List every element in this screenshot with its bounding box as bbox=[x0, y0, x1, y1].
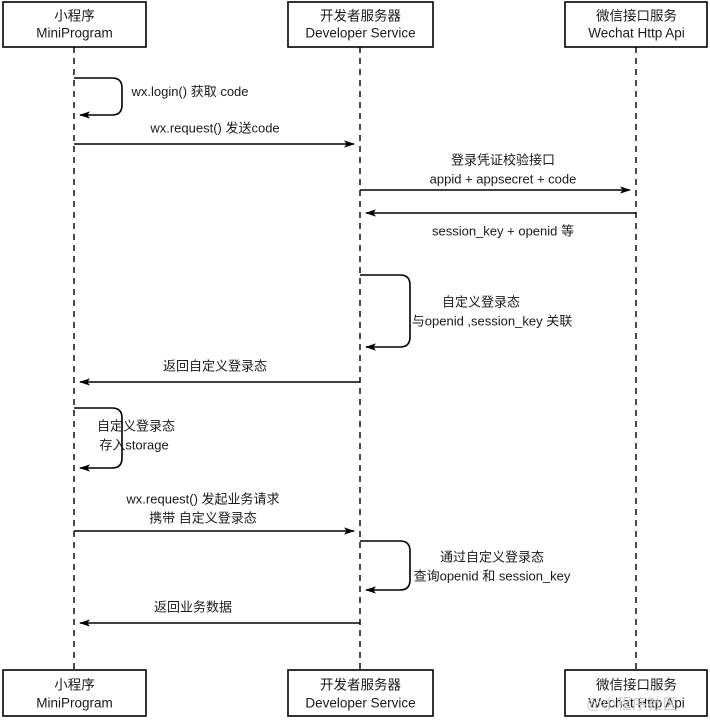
message-m1-self-login[interactable]: wx.login() 获取 code bbox=[74, 77, 249, 119]
message-m7-self-storage[interactable]: 自定义登录态 存入storage bbox=[74, 407, 175, 472]
participant-box-wechat-bottom[interactable]: 微信接口服务 Wechat Http Api bbox=[564, 669, 708, 717]
participant-developer-cn-top: 开发者服务器 bbox=[320, 9, 401, 24]
message-m10-label-line1: 返回业务数据 bbox=[154, 599, 232, 614]
participant-developer-cn-bottom: 开发者服务器 bbox=[320, 678, 401, 693]
message-m9-label-line1: 通过自定义登录态 bbox=[440, 549, 544, 564]
participant-developer-en-top: Developer Service bbox=[305, 26, 415, 41]
message-m3-verify-credential[interactable]: 登录凭证校验接口 appid + appsecret + code bbox=[360, 152, 631, 194]
message-m8-label-line2: 携带 自定义登录态 bbox=[149, 510, 257, 525]
message-m5-self-associate[interactable]: 自定义登录态 与openid ,session_key 关联 bbox=[360, 274, 572, 351]
participant-wechat-cn-top: 微信接口服务 bbox=[596, 8, 677, 24]
participant-box-developer-top[interactable]: 开发者服务器 Developer Service bbox=[287, 1, 434, 48]
participant-box-wechat-top[interactable]: 微信接口服务 Wechat Http Api bbox=[564, 1, 708, 48]
message-m5-label-line2: 与openid ,session_key 关联 bbox=[412, 313, 572, 328]
message-m7-label-line2: 存入storage bbox=[99, 437, 168, 452]
message-m4-label-line1: session_key + openid 等 bbox=[432, 223, 574, 238]
participant-boxes-top: 小程序 MiniProgram 开发者服务器 Developer Service… bbox=[2, 1, 708, 48]
participant-miniprogram-en-top: MiniProgram bbox=[36, 26, 113, 41]
lifelines-group bbox=[73, 47, 637, 670]
participant-developer-en-bottom: Developer Service bbox=[305, 696, 415, 711]
participant-boxes-bottom: 小程序 MiniProgram 开发者服务器 Developer Service… bbox=[2, 669, 708, 717]
message-m3-label-line2: appid + appsecret + code bbox=[430, 171, 577, 186]
message-m3-label-line1: 登录凭证校验接口 bbox=[451, 152, 555, 167]
message-m6-label-line1: 返回自定义登录态 bbox=[163, 358, 267, 373]
message-m6-return-login-state[interactable]: 返回自定义登录态 bbox=[79, 358, 360, 386]
message-m2-request-code[interactable]: wx.request() 发送code bbox=[74, 120, 355, 148]
participant-wechat-cn-bottom: 微信接口服务 bbox=[596, 677, 677, 693]
participant-box-miniprogram-bottom[interactable]: 小程序 MiniProgram bbox=[2, 669, 147, 717]
participant-wechat-en-bottom: Wechat Http Api bbox=[588, 696, 685, 711]
message-m8-label-line1: wx.request() 发起业务请求 bbox=[125, 491, 279, 506]
message-m7-label-line1: 自定义登录态 bbox=[97, 418, 175, 433]
message-m10-return-business-data[interactable]: 返回业务数据 bbox=[79, 599, 360, 627]
participant-miniprogram-cn-bottom: 小程序 bbox=[54, 678, 95, 693]
participant-wechat-en-top: Wechat Http Api bbox=[588, 26, 685, 41]
participant-box-miniprogram-top[interactable]: 小程序 MiniProgram bbox=[2, 1, 147, 48]
watermark-text: @小程序社区 bbox=[586, 696, 678, 713]
message-m1-label-line1: wx.login() 获取 code bbox=[130, 84, 248, 99]
participant-box-developer-bottom[interactable]: 开发者服务器 Developer Service bbox=[287, 669, 434, 717]
participant-miniprogram-en-bottom: MiniProgram bbox=[36, 696, 113, 711]
message-m2-label-line1: wx.request() 发送code bbox=[149, 120, 279, 135]
message-m4-session-return[interactable]: session_key + openid 等 bbox=[365, 209, 636, 238]
message-m8-business-request[interactable]: wx.request() 发起业务请求 携带 自定义登录态 bbox=[74, 491, 355, 535]
participant-miniprogram-cn-top: 小程序 bbox=[54, 9, 95, 24]
message-m9-label-line2: 查询openid 和 session_key bbox=[414, 568, 571, 583]
message-m5-label-line1: 自定义登录态 bbox=[442, 294, 520, 309]
message-m9-self-query[interactable]: 通过自定义登录态 查询openid 和 session_key bbox=[360, 540, 571, 594]
